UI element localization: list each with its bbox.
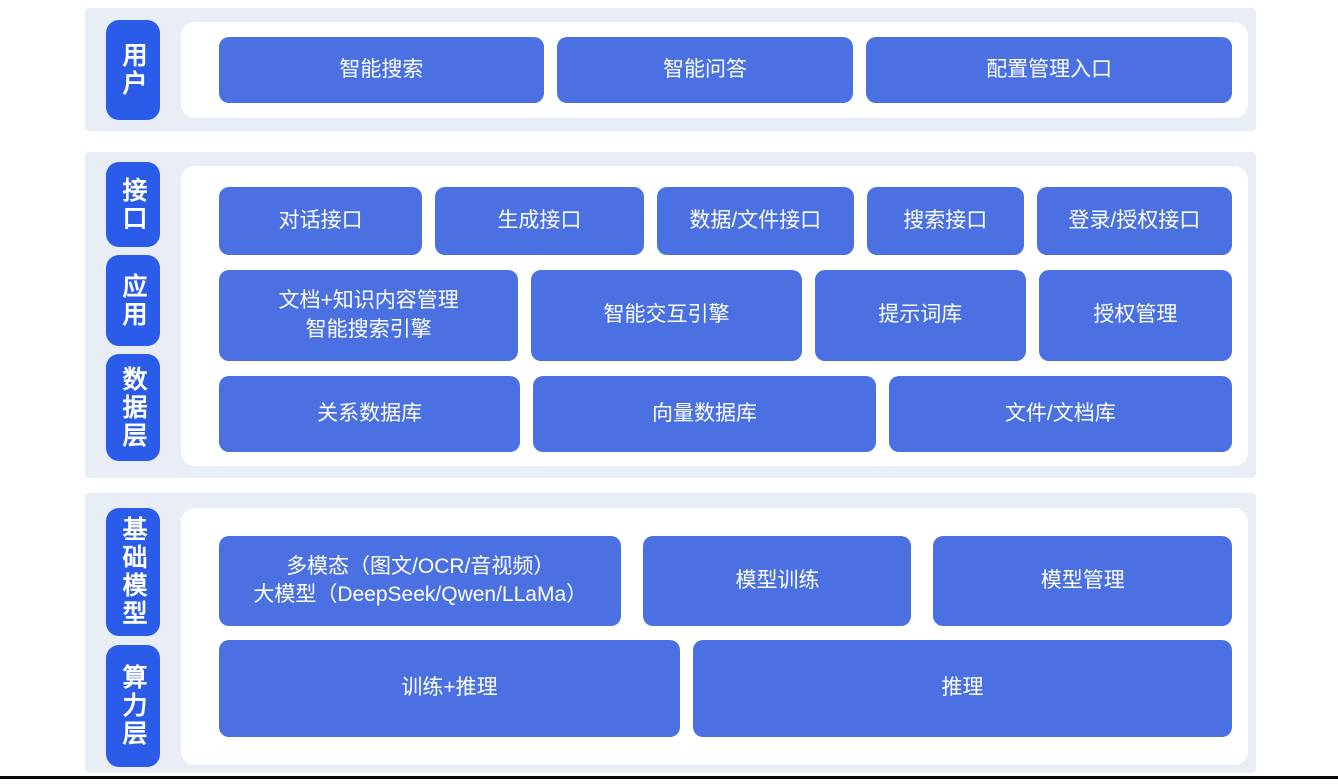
- layer-label-foundation-model: 基础模型: [106, 508, 160, 636]
- block-data-file-api: 数据/文件接口: [656, 187, 854, 255]
- user-layer-panel: 智能搜索 智能问答 配置管理入口: [181, 22, 1248, 118]
- layer-label-user: 用户: [106, 20, 160, 120]
- block-search-api: 搜索接口: [866, 187, 1024, 255]
- application-row: 文档+知识内容管理 智能搜索引擎 智能交互引擎 提示词库 授权管理: [219, 270, 1233, 361]
- block-file-document-store: 文件/文档库: [888, 376, 1232, 452]
- block-relational-database: 关系数据库: [219, 376, 521, 452]
- layer-label-column: 用户: [106, 8, 160, 120]
- layer-band-middle: 接口 应用 数据层 对话接口 生成接口 数据/文件接口 搜索接口 登录/授权接口…: [85, 152, 1256, 478]
- block-multimodal-llm: 多模态（图文/OCR/音视频） 大模型（DeepSeek/Qwen/LLaMa）: [219, 536, 622, 626]
- block-intelligent-interaction-engine: 智能交互引擎: [531, 270, 802, 361]
- block-doc-knowledge-search-engine: 文档+知识内容管理 智能搜索引擎: [219, 270, 519, 361]
- foundation-model-row: 多模态（图文/OCR/音视频） 大模型（DeepSeek/Qwen/LLaMa）…: [219, 536, 1232, 626]
- layer-label-column: 基础模型 算力层: [106, 493, 160, 767]
- layer-label-api: 接口: [106, 162, 160, 247]
- middle-layer-panel: 对话接口 生成接口 数据/文件接口 搜索接口 登录/授权接口 文档+知识内容管理…: [181, 166, 1248, 466]
- layer-band-bottom: 基础模型 算力层 多模态（图文/OCR/音视频） 大模型（DeepSeek/Qw…: [85, 493, 1256, 773]
- api-row: 对话接口 生成接口 数据/文件接口 搜索接口 登录/授权接口: [219, 187, 1233, 255]
- block-vector-database: 向量数据库: [533, 376, 876, 452]
- block-model-training: 模型训练: [643, 536, 912, 626]
- layer-label-data-layer: 数据层: [106, 354, 160, 461]
- block-generation-api: 生成接口: [435, 187, 644, 255]
- block-intelligent-search: 智能搜索: [219, 37, 544, 103]
- block-authorization-management: 授权管理: [1038, 270, 1233, 361]
- layer-label-column: 接口 应用 数据层: [106, 152, 160, 461]
- layer-band-user: 用户 智能搜索 智能问答 配置管理入口: [85, 8, 1256, 131]
- data-layer-row: 关系数据库 向量数据库 文件/文档库: [219, 376, 1232, 452]
- block-intelligent-qa: 智能问答: [556, 37, 854, 103]
- block-config-management-entry: 配置管理入口: [866, 37, 1232, 103]
- bottom-divider: [0, 776, 1338, 779]
- layer-label-application: 应用: [106, 255, 160, 346]
- block-dialog-api: 对话接口: [219, 187, 423, 255]
- block-model-management: 模型管理: [933, 536, 1232, 626]
- block-login-auth-api: 登录/授权接口: [1036, 187, 1233, 255]
- compute-layer-row: 训练+推理 推理: [219, 640, 1232, 737]
- bottom-layer-panel: 多模态（图文/OCR/音视频） 大模型（DeepSeek/Qwen/LLaMa）…: [181, 508, 1248, 765]
- block-prompt-library: 提示词库: [814, 270, 1026, 361]
- block-training-plus-inference: 训练+推理: [219, 640, 681, 737]
- user-layer-row: 智能搜索 智能问答 配置管理入口: [219, 37, 1232, 103]
- block-inference: 推理: [693, 640, 1232, 737]
- layer-label-compute-layer: 算力层: [106, 645, 160, 767]
